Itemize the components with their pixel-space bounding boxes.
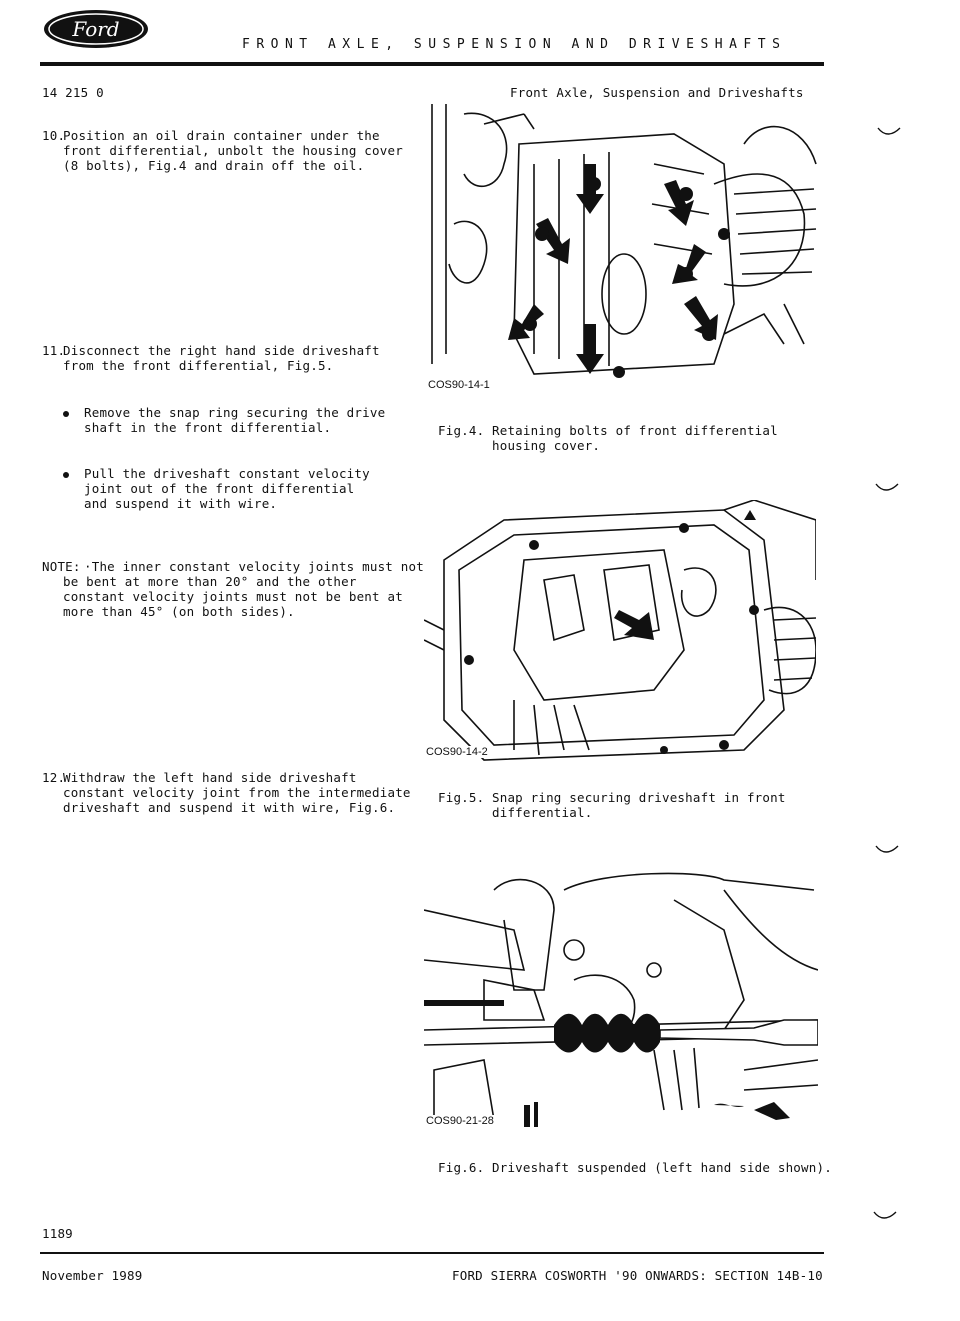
- step-text-line: Position an oil drain container under th…: [63, 128, 380, 143]
- figure-number: Fig.6.: [438, 1160, 485, 1175]
- margin-mark: [877, 127, 901, 135]
- margin-mark: [875, 483, 899, 491]
- figure-number: Fig.4.: [438, 423, 485, 438]
- note-text-line: constant velocity joints must not be ben…: [63, 589, 403, 604]
- bullet-mark: [63, 472, 69, 478]
- footer-manual-reference: FORD SIERRA COSWORTH '90 ONWARDS: SECTIO…: [452, 1268, 823, 1283]
- step-text-line: (8 bolts), Fig.4 and drain off the oil.: [63, 158, 365, 173]
- step-number: 11.: [42, 343, 66, 358]
- note-text-line: more than 45° (on both sides).: [63, 604, 295, 619]
- bullet-mark: [63, 411, 69, 417]
- figure-caption-line: Retaining bolts of front differential: [492, 423, 778, 438]
- step-text-line: driveshaft and suspend it with wire, Fig…: [63, 800, 396, 815]
- ford-logo: Ford: [42, 8, 150, 50]
- step-text-line: Withdraw the left hand side driveshaft: [63, 770, 357, 785]
- figure-caption-line: Snap ring securing driveshaft in front: [492, 790, 786, 805]
- note-label: NOTE:: [42, 559, 81, 574]
- header-rule: [40, 62, 824, 66]
- figure-caption-line: housing cover.: [492, 438, 601, 453]
- figure-code: COS90-14-1: [426, 379, 492, 391]
- bullet-text-line: and suspend it with wire.: [84, 496, 278, 511]
- figure-caption-line: differential.: [492, 805, 593, 820]
- bullet-text-line: shaft in the front differential.: [84, 420, 332, 435]
- running-head: Front Axle, Suspension and Driveshafts: [510, 85, 804, 100]
- figure-code: COS90-21-28: [424, 1115, 496, 1127]
- step-text-line: from the front differential, Fig.5.: [63, 358, 334, 373]
- figure-code: COS90-14-2: [424, 746, 490, 758]
- bullet-text-line: joint out of the front differential: [84, 481, 355, 496]
- figure-6-illustration: [423, 870, 819, 1132]
- step-text-line: constant velocity joint from the interme…: [63, 785, 411, 800]
- section-title: FRONT AXLE, SUSPENSION AND DRIVESHAFTS: [242, 37, 787, 52]
- footer-date: November 1989: [42, 1268, 143, 1283]
- note-text-line: be bent at more than 20° and the other: [63, 574, 357, 589]
- margin-mark: [875, 845, 899, 853]
- bullet-text-line: Pull the driveshaft constant velocity: [84, 466, 370, 481]
- figure-5-illustration: [423, 499, 817, 765]
- step-text-line: front differential, unbolt the housing c…: [63, 143, 403, 158]
- margin-mark: [873, 1211, 897, 1219]
- figure-caption-line: Driveshaft suspended (left hand side sho…: [492, 1160, 832, 1175]
- figure-number: Fig.5.: [438, 790, 485, 805]
- step-text-line: Disconnect the right hand side driveshaf…: [63, 343, 380, 358]
- note-text-line: ·The inner constant velocity joints must…: [84, 559, 424, 574]
- footer-rule: [40, 1252, 824, 1254]
- bullet-text-line: Remove the snap ring securing the drive: [84, 405, 386, 420]
- page-number: 1189: [42, 1226, 73, 1241]
- figure-4-illustration: [424, 104, 820, 386]
- step-number: 12.: [42, 770, 66, 785]
- page-code: 14 215 0: [42, 85, 104, 100]
- step-number: 10.: [42, 128, 66, 143]
- svg-text:Ford: Ford: [71, 17, 119, 41]
